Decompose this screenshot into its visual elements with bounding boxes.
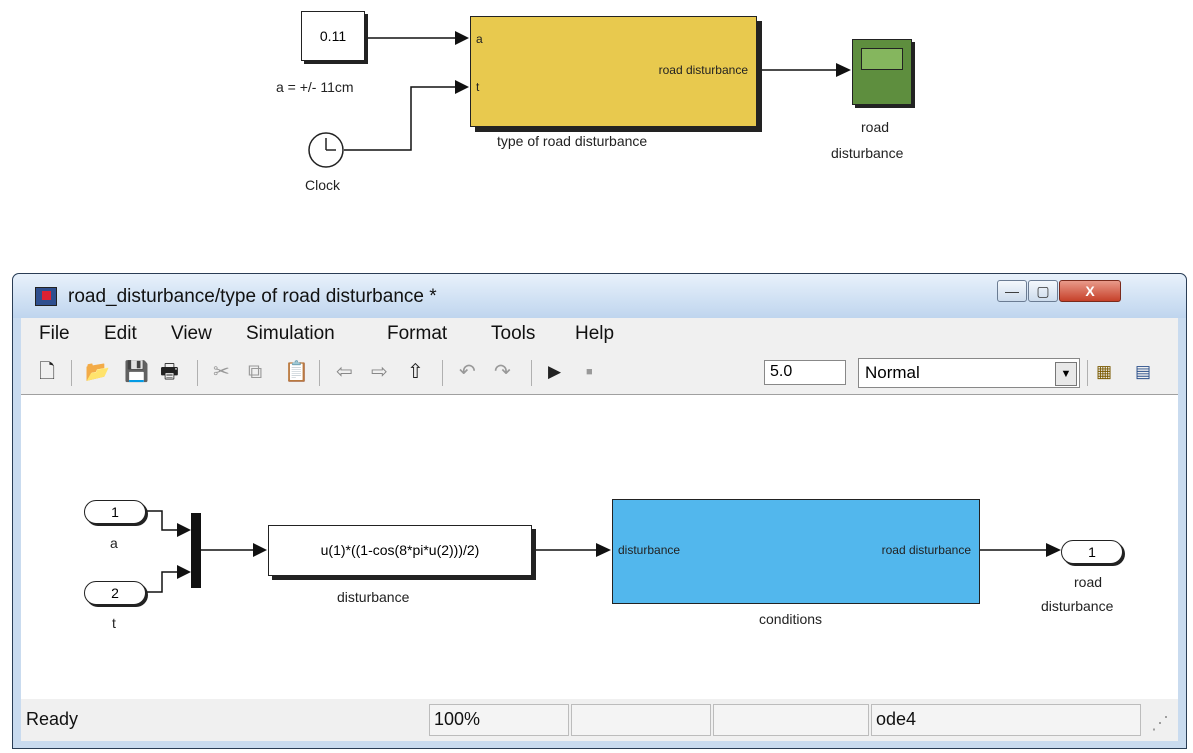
toolbar-separator	[442, 360, 443, 386]
status-bar: Ready 100% ode4 ⋰	[21, 699, 1178, 741]
subsystem-port-out: road disturbance	[658, 63, 748, 77]
inport-a-number: 1	[111, 504, 119, 520]
mux-block[interactable]	[191, 513, 201, 588]
open-folder-icon[interactable]: 📂	[85, 361, 110, 383]
copy-icon[interactable]: ⧉	[248, 361, 263, 383]
status-empty-2	[713, 704, 869, 736]
chevron-down-icon[interactable]: ▼	[1055, 362, 1077, 386]
menu-file[interactable]: File	[39, 323, 70, 344]
clock-icon[interactable]	[309, 133, 343, 167]
redo-icon[interactable]: ↷	[494, 361, 511, 383]
print-icon[interactable]: 🖶	[160, 361, 179, 383]
toolbar-separator	[71, 360, 72, 386]
inport-a[interactable]: 1	[84, 500, 146, 524]
scope-screen-icon	[861, 48, 903, 70]
conditions-subsystem[interactable]: disturbance road disturbance	[612, 499, 980, 604]
subsystem-port-t: t	[476, 80, 480, 94]
menu-format[interactable]: Format	[387, 323, 448, 344]
window-title: road_disturbance/type of road disturbanc…	[68, 286, 437, 307]
title-bar[interactable]: road_disturbance/type of road disturbanc…	[13, 274, 1186, 318]
cut-icon[interactable]: ✂	[213, 361, 230, 383]
conditions-port-in: disturbance	[618, 543, 681, 557]
simulink-window: road_disturbance/type of road disturbanc…	[12, 273, 1187, 749]
fcn-block[interactable]: u(1)*((1-cos(8*pi*u(2)))/2)	[268, 525, 532, 576]
status-ready: Ready	[26, 709, 79, 729]
close-button[interactable]: X	[1059, 280, 1121, 302]
top-diagram-lines	[308, 31, 851, 168]
toolbar-separator	[1087, 360, 1088, 386]
toolbar: 🗋 📂 💾 🖶 ✂ ⧉ 📋 ⇦ ⇨ ⇧ ↶ ↷ ▶ ■ 5.0 Normal ▼…	[21, 350, 1178, 395]
minimize-button[interactable]: —	[997, 280, 1027, 302]
road-disturbance-subsystem[interactable]: a t road disturbance	[470, 16, 757, 127]
simulink-app-icon	[35, 287, 57, 306]
up-arrow-icon[interactable]: ⇧	[407, 361, 424, 383]
inport-t-number: 2	[111, 585, 119, 601]
fcn-label: disturbance	[337, 589, 410, 605]
toolbar-separator	[531, 360, 532, 386]
toolbar-separator	[319, 360, 320, 386]
model-explorer-icon[interactable]: ▦	[1096, 362, 1113, 381]
constant-value: 0.11	[319, 28, 347, 44]
back-arrow-icon[interactable]: ⇦	[336, 361, 353, 383]
forward-arrow-icon[interactable]: ⇨	[371, 361, 388, 383]
scope-label-line2: disturbance	[831, 145, 904, 161]
paste-icon[interactable]: 📋	[284, 361, 309, 383]
model-canvas[interactable]: 1 a 2 t u(1)*((1-cos(8*pi*u(2)))/2) dist…	[21, 395, 1178, 699]
simulation-mode-select[interactable]: Normal ▼	[858, 358, 1080, 388]
menu-view[interactable]: View	[171, 323, 212, 344]
play-icon[interactable]: ▶	[548, 362, 562, 381]
save-icon[interactable]: 💾	[124, 361, 149, 383]
undo-icon[interactable]: ↶	[459, 361, 476, 383]
outport-label-line2: disturbance	[1041, 598, 1114, 614]
maximize-button[interactable]: ▢	[1028, 280, 1058, 302]
clock-label: Clock	[305, 177, 341, 193]
resize-grip-icon[interactable]: ⋰	[1151, 713, 1169, 733]
canvas-lines	[144, 510, 1061, 593]
menu-bar: File Edit View Simulation Format Tools H…	[21, 318, 1178, 350]
scope-label-line1: road	[861, 119, 890, 135]
status-zoom: 100%	[429, 704, 569, 736]
inport-t[interactable]: 2	[84, 581, 146, 605]
status-empty-1	[571, 704, 711, 736]
menu-tools[interactable]: Tools	[491, 323, 536, 344]
menu-edit[interactable]: Edit	[104, 323, 137, 344]
status-solver: ode4	[871, 704, 1141, 736]
conditions-port-out: road disturbance	[881, 543, 971, 557]
constant-label: a = +/- 11cm	[276, 79, 354, 95]
subsystem-label: type of road disturbance	[497, 133, 648, 149]
menu-help[interactable]: Help	[575, 323, 615, 344]
constant-block[interactable]: 0.11	[301, 11, 365, 61]
subsystem-port-a: a	[476, 32, 483, 46]
toolbar-separator	[197, 360, 198, 386]
outport-label-line1: road	[1074, 574, 1103, 590]
library-browser-icon[interactable]: ▤	[1135, 362, 1152, 381]
outport-road-disturbance[interactable]: 1	[1061, 540, 1123, 564]
simulation-mode-value: Normal	[865, 363, 920, 382]
new-file-icon[interactable]: 🗋	[39, 361, 56, 383]
menu-simulation[interactable]: Simulation	[246, 323, 335, 344]
stop-time-input[interactable]: 5.0	[764, 360, 846, 385]
fcn-expression: u(1)*((1-cos(8*pi*u(2)))/2)	[320, 542, 480, 558]
outport-number: 1	[1088, 544, 1096, 560]
stop-icon[interactable]: ■	[586, 366, 593, 378]
inport-a-label: a	[110, 535, 118, 551]
scope-block[interactable]	[852, 39, 912, 105]
conditions-label: conditions	[759, 611, 823, 627]
inport-t-label: t	[112, 615, 116, 631]
